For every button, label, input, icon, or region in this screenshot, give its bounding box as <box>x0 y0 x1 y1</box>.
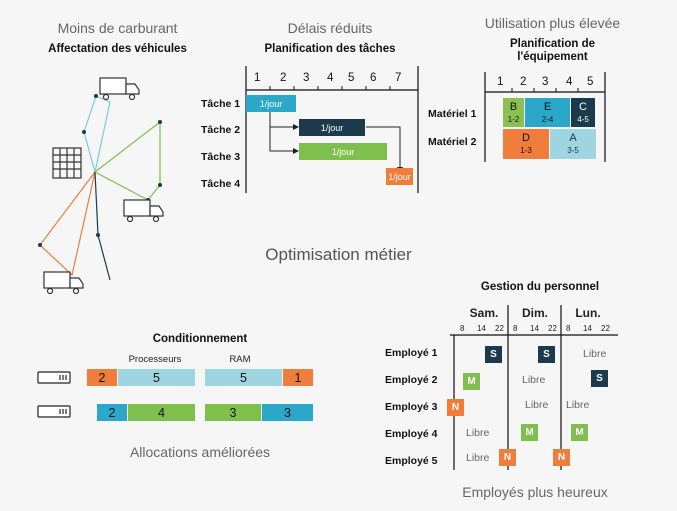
shift-n: N <box>447 399 464 416</box>
staff-hour: 22 <box>601 324 610 333</box>
task-bar-4: 1/jour <box>386 168 413 185</box>
equipment-tick: 1 <box>497 76 504 88</box>
task-day-tick: 1 <box>254 72 261 84</box>
shift-m: M <box>571 424 588 441</box>
fuel-subtitle: Affectation des véhicules <box>48 43 187 55</box>
server1-cpu-b: 5 <box>118 369 195 386</box>
equipment-tick: 2 <box>520 76 527 88</box>
staff-day-sun: Dim. <box>521 306 548 320</box>
task-bar-3: 1/jour <box>299 143 387 160</box>
shift-libre: Libre <box>566 399 590 411</box>
staff-hour: 22 <box>548 324 557 333</box>
equipment-row-label: Matériel 2 <box>428 136 477 148</box>
staff-hour: 22 <box>495 324 504 333</box>
shift-m: M <box>521 424 538 441</box>
shift-s: S <box>591 370 608 387</box>
staff-hour: 14 <box>477 324 486 333</box>
shift-n: N <box>499 449 516 466</box>
task-day-tick: 6 <box>370 72 377 84</box>
task-day-tick: 4 <box>327 72 334 84</box>
truck-icon <box>123 199 164 223</box>
server2-ram-b: 3 <box>262 404 313 421</box>
center-title: Optimisation métier <box>265 245 412 264</box>
employee-label: Employé 3 <box>385 401 438 413</box>
equipment-subtitle-2: l'équipement <box>517 51 588 63</box>
packing-title: Conditionnement <box>152 333 248 345</box>
equipment-subtitle-1: Planification de <box>510 38 595 50</box>
server2-cpu-b: 4 <box>128 404 195 421</box>
packing-col-ram: RAM <box>229 354 251 365</box>
truck-icon <box>43 271 84 295</box>
vehicle-routing-diagram <box>38 77 164 295</box>
tasks-title: Délais réduits <box>287 20 373 36</box>
staff-title: Gestion du personnel <box>480 281 600 293</box>
equipment-title: Utilisation plus élevée <box>484 15 621 31</box>
truck-icon <box>99 77 140 101</box>
staff-hour: 8 <box>566 324 571 333</box>
staff-day-mon: Lun. <box>575 306 601 320</box>
server1-ram-b: 1 <box>283 369 313 386</box>
task-day-tick: 5 <box>348 72 355 84</box>
employee-label: Employé 4 <box>385 428 438 440</box>
server1-ram-a: 5 <box>205 369 282 386</box>
task-bar-1: 1/jour <box>246 95 296 112</box>
shift-m: M <box>463 373 480 390</box>
depot-building-icon <box>52 147 82 179</box>
equipment-row-label: Matériel 1 <box>428 108 477 120</box>
task-dependency-arrows <box>269 112 401 167</box>
employee-label: Employé 2 <box>385 374 438 386</box>
shift-libre: Libre <box>466 452 490 464</box>
shift-libre: Libre <box>525 399 549 411</box>
task-day-tick: 3 <box>303 72 310 84</box>
tasks-subtitle: Planification des tâches <box>264 43 396 55</box>
task-label: Tâche 3 <box>201 151 241 163</box>
server2-cpu-a: 2 <box>97 404 127 421</box>
shift-libre: Libre <box>522 374 546 386</box>
staff-day-sat: Sam. <box>469 306 499 320</box>
staff-hour: 8 <box>460 324 465 333</box>
shift-libre: Libre <box>466 427 490 439</box>
route-stops <box>38 94 162 247</box>
task-day-tick: 7 <box>395 72 402 84</box>
employee-label: Employé 5 <box>385 455 438 467</box>
route-orange <box>39 171 96 277</box>
task-label: Tâche 2 <box>201 124 241 136</box>
staff-hour: 14 <box>583 324 592 333</box>
shift-libre: Libre <box>583 348 607 360</box>
packing-col-processors: Processeurs <box>128 354 182 365</box>
packing-footer: Allocations améliorées <box>129 444 271 460</box>
fuel-title: Moins de carburant <box>57 20 178 36</box>
shift-s: S <box>485 346 502 363</box>
equipment-tick: 5 <box>587 76 594 88</box>
staff-hour: 14 <box>530 324 539 333</box>
server-icon <box>37 405 71 418</box>
equipment-tick: 3 <box>542 76 549 88</box>
task-day-tick: 2 <box>280 72 287 84</box>
server2-ram-a: 3 <box>205 404 261 421</box>
equipment-tick: 4 <box>566 76 573 88</box>
server1-cpu-a: 2 <box>87 369 117 386</box>
staff-hour: 8 <box>513 324 518 333</box>
task-label: Tâche 4 <box>201 178 241 190</box>
shift-n: N <box>553 449 570 466</box>
task-label: Tâche 1 <box>201 98 241 110</box>
server-icon <box>37 371 71 384</box>
employee-label: Employé 1 <box>385 347 438 359</box>
staff-footer: Employés plus heureux <box>462 484 608 500</box>
task-bar-2: 1/jour <box>299 119 365 136</box>
shift-s: S <box>538 346 555 363</box>
